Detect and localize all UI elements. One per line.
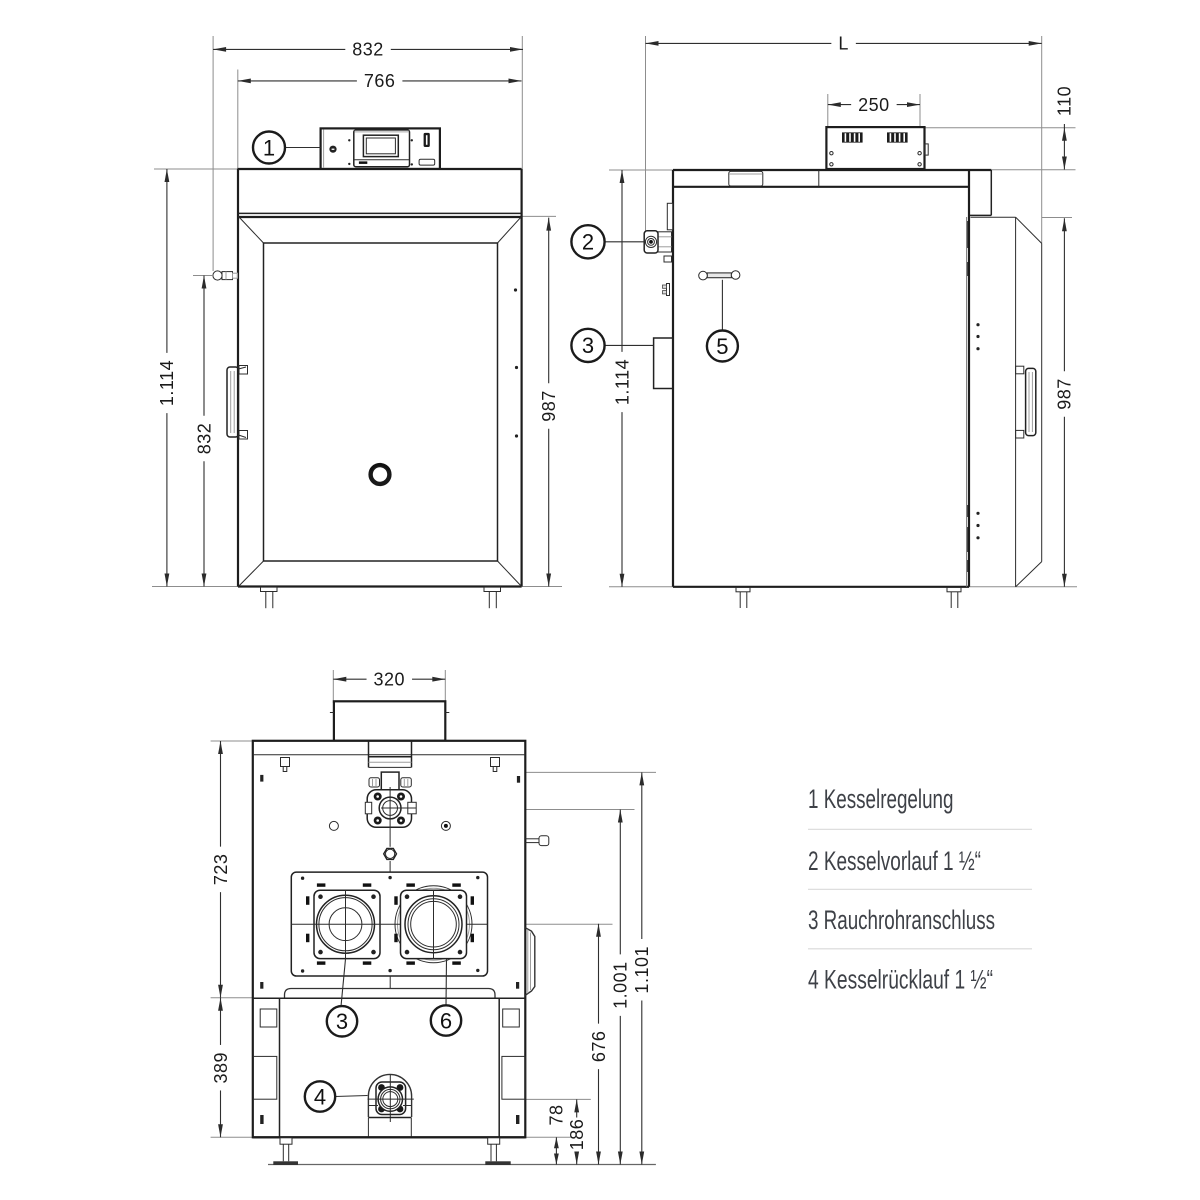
svg-text:1 Kesselregelung: 1 Kesselregelung: [808, 784, 954, 814]
svg-text:389: 389: [211, 1052, 231, 1084]
svg-text:723: 723: [211, 854, 231, 886]
svg-text:110: 110: [1055, 86, 1075, 116]
svg-text:6: 6: [440, 1008, 452, 1033]
svg-text:832: 832: [352, 40, 384, 60]
svg-text:676: 676: [589, 1031, 609, 1063]
svg-text:987: 987: [1055, 378, 1075, 410]
svg-text:5: 5: [716, 334, 728, 359]
svg-text:832: 832: [194, 423, 214, 455]
svg-text:4 Kesselrücklauf 1 ½“: 4 Kesselrücklauf 1 ½“: [808, 965, 993, 995]
svg-text:250: 250: [858, 95, 890, 115]
svg-text:1.114: 1.114: [157, 360, 177, 406]
svg-text:2: 2: [582, 230, 594, 255]
svg-text:4: 4: [314, 1084, 326, 1109]
svg-text:2 Kesselvorlauf 1 ½“: 2 Kesselvorlauf 1 ½“: [808, 846, 981, 876]
svg-text:320: 320: [374, 670, 406, 690]
svg-text:L: L: [838, 34, 849, 54]
svg-text:3: 3: [336, 1009, 348, 1034]
svg-text:3: 3: [582, 333, 594, 358]
svg-text:1.114: 1.114: [612, 359, 632, 405]
svg-text:1.101: 1.101: [632, 946, 652, 994]
svg-text:3 Rauchrohranschluss: 3 Rauchrohranschluss: [808, 905, 995, 935]
svg-text:766: 766: [364, 71, 396, 91]
svg-text:78: 78: [547, 1104, 567, 1125]
svg-text:987: 987: [539, 390, 559, 422]
svg-text:1: 1: [263, 135, 275, 160]
svg-text:1.001: 1.001: [611, 961, 631, 1009]
svg-text:186: 186: [567, 1119, 587, 1151]
